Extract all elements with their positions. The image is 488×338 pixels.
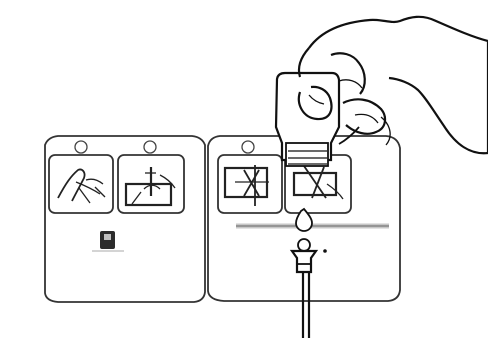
- step-1-marker-icon: [74, 140, 88, 154]
- liquid-drop-icon: [295, 207, 313, 232]
- left-pad-panel: [44, 135, 206, 303]
- step-3-icon: [217, 140, 283, 214]
- left-device-icon: [92, 231, 124, 252]
- step-3-marker-icon: [241, 140, 255, 154]
- hand-with-bottle: [274, 15, 488, 167]
- connector-assembly: [289, 207, 327, 338]
- step-2-marker-icon: [143, 140, 157, 154]
- connector-icon: [289, 249, 319, 274]
- step-2-icon: [117, 140, 185, 214]
- step-1-icon: [48, 140, 114, 214]
